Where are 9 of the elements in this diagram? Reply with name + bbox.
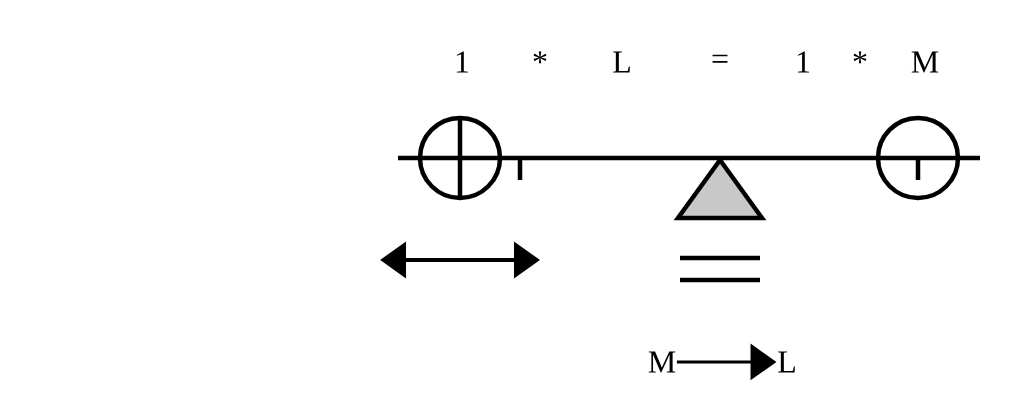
equation-term: 1	[456, 51, 469, 73]
state-label: M	[648, 351, 676, 373]
equation-term: L	[613, 51, 630, 73]
equation-term: 1	[797, 51, 810, 73]
equation-term: M	[911, 51, 939, 73]
equation-term: =	[712, 54, 728, 63]
state-label: L	[778, 351, 795, 373]
equation-term: *	[853, 51, 867, 64]
equation-term: *	[533, 51, 547, 64]
